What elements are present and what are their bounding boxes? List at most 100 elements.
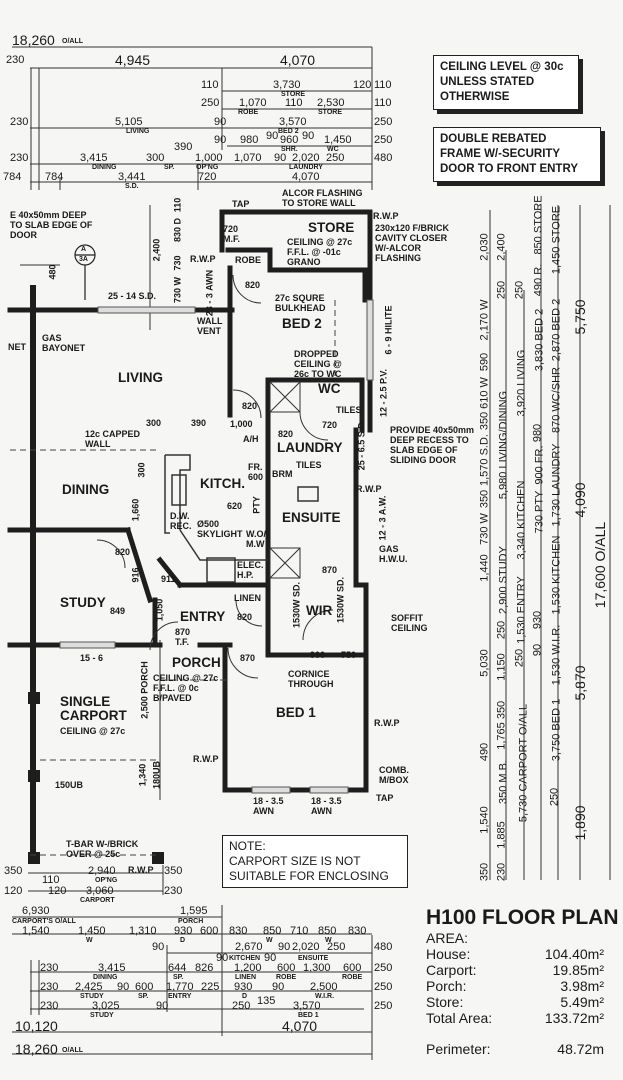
vertical-dimension-label: 230	[495, 862, 508, 882]
dimension-label: 250	[201, 97, 220, 109]
area-value: 104.40m²	[544, 946, 604, 962]
annotation: TILES	[336, 405, 362, 415]
vertical-annotation: 730	[172, 255, 183, 271]
dimension-label: BED 1	[298, 1012, 319, 1019]
annotation: Ø500 SKYLIGHT	[197, 519, 243, 539]
vertical-dimension-label: 490 R.	[532, 263, 545, 297]
annotation: 720	[322, 420, 338, 430]
annotation: 820	[278, 429, 294, 439]
room-label: DINING	[62, 482, 110, 497]
door-swings	[96, 274, 334, 679]
vertical-dimension-label: 350	[478, 411, 491, 431]
dimension-label: 826	[195, 962, 214, 974]
room-label: PORCH	[172, 655, 221, 670]
dimension-label: SP.	[173, 974, 184, 981]
dimension-label: STORE	[318, 109, 342, 116]
room-label: BED 1	[276, 705, 316, 720]
annotation: 12c CAPPED WALL	[85, 429, 141, 449]
vertical-dimension-label: 980	[531, 423, 544, 443]
dimension-label: BED 2	[278, 128, 299, 135]
vertical-dimension-label: 1,765	[495, 722, 508, 750]
vertical-dimension-label: 490	[478, 742, 491, 762]
vertical-annotation: 1530W SD.	[335, 576, 346, 624]
annotation: R.W.P	[190, 254, 216, 264]
vertical-dimension-label: 350	[495, 700, 508, 720]
annotation: A/H	[243, 434, 259, 444]
dimension-label: 250	[232, 1000, 251, 1012]
dimension-label: 90	[274, 152, 287, 164]
dimension-label: 850	[263, 925, 282, 937]
dimension-label: ROBE	[342, 974, 363, 981]
dimension-label: 90	[214, 116, 227, 128]
dimension-label: 3,570	[279, 116, 307, 128]
dimension-label: 225	[201, 981, 220, 993]
dimension-label: 250	[326, 152, 345, 164]
vertical-annotation: 1,660	[130, 498, 141, 522]
vertical-annotation: 830 D	[172, 217, 183, 243]
annotation: BRM	[272, 469, 293, 479]
dimension-label: 1,310	[129, 925, 157, 937]
annotation: 25 - 14 S.D.	[108, 291, 157, 301]
dimension-label: 120	[4, 885, 23, 897]
annotation: PROVIDE 40x50mm DEEP RECESS TO SLAB EDGE…	[390, 425, 475, 465]
vertical-dimension-label: 2,870 BED 2	[550, 298, 563, 362]
room-label: WIR	[306, 603, 333, 618]
vertical-dimension-label: 5,980 LIVING/DINING	[497, 390, 510, 500]
dimension-label: 250	[327, 941, 346, 953]
dimension-label: 90	[302, 130, 315, 142]
dimension-label: ROBE	[276, 974, 297, 981]
annotation: TAP	[232, 199, 250, 209]
vertical-dimension-label: 250	[548, 787, 561, 807]
vertical-dimension-label: 2,400	[495, 233, 508, 261]
plan-title: H100 FLOOR PLAN	[426, 906, 619, 929]
dimension-label: 784	[3, 171, 22, 183]
vertical-dimension-label: 730 W	[478, 513, 491, 545]
dimension-label: 90	[264, 952, 277, 964]
dimension-label: 1,300	[303, 962, 331, 974]
area-row: Carport:19.85m²	[426, 962, 623, 978]
dimension-label: STORE	[281, 91, 305, 98]
dimension-label: 2,530	[317, 97, 345, 109]
vertical-annotation: 2,400	[151, 238, 162, 262]
vertical-annotation: PTY	[251, 496, 262, 514]
section-marker-bottom: 3A	[79, 256, 88, 263]
dimension-label: 110	[374, 79, 392, 91]
annotation: ALCOR FLASHING TO STORE WALL	[282, 188, 363, 208]
annotation: SOFFIT CEILING	[391, 613, 428, 633]
annotation: CORNICE THROUGH	[288, 669, 334, 689]
vertical-dimension-label: 1,885	[495, 821, 508, 849]
dimension-label: 120	[353, 79, 372, 91]
vertical-dimension-label: 17,600 O/ALL	[592, 521, 608, 609]
annotation: 870 T.F.	[175, 627, 191, 647]
dimension-label: 830	[229, 925, 248, 937]
dimension-label: CARPORT'S O/ALL	[12, 918, 76, 925]
vertical-dimension-label: 1,440	[478, 554, 491, 582]
dimension-label: KITCHEN	[229, 955, 261, 962]
annotation: R.W.P	[374, 718, 400, 728]
vertical-dimension-label: 2,900 STUDY	[497, 546, 510, 614]
dimension-label: LAUNDRY	[289, 164, 323, 171]
annotation: 720 M.F.	[223, 224, 240, 244]
perimeter-row: Perimeter:48.72m	[426, 1041, 623, 1057]
dimension-label: WC	[327, 146, 339, 153]
area-value: 133.72m²	[544, 1010, 604, 1026]
dimension-label: DINING	[93, 974, 118, 981]
dimension-label: 3,415	[98, 962, 126, 974]
dimension-label: 480	[374, 152, 393, 164]
room-label: SINGLE CARPORT	[60, 694, 127, 724]
room-label: STORE	[308, 220, 355, 235]
dimension-label: SP.	[164, 164, 175, 171]
vertical-annotation: 730 W	[172, 276, 183, 304]
vertical-annotation: 300	[136, 462, 147, 478]
dimension-label: ROBE	[238, 109, 259, 116]
annotation: NET	[8, 342, 26, 352]
area-label: Total Area:	[426, 1010, 493, 1026]
dimension-label: 110	[285, 97, 303, 109]
annotation: 18 - 3.5 AWN	[253, 796, 284, 816]
perimeter-value: 48.72m	[557, 1041, 604, 1057]
dimension-label: 3,730	[273, 79, 301, 91]
dimension-label: 90	[216, 952, 229, 964]
annotation: ROBE	[235, 255, 262, 265]
annotation: 18 - 3.5 AWN	[311, 796, 342, 816]
